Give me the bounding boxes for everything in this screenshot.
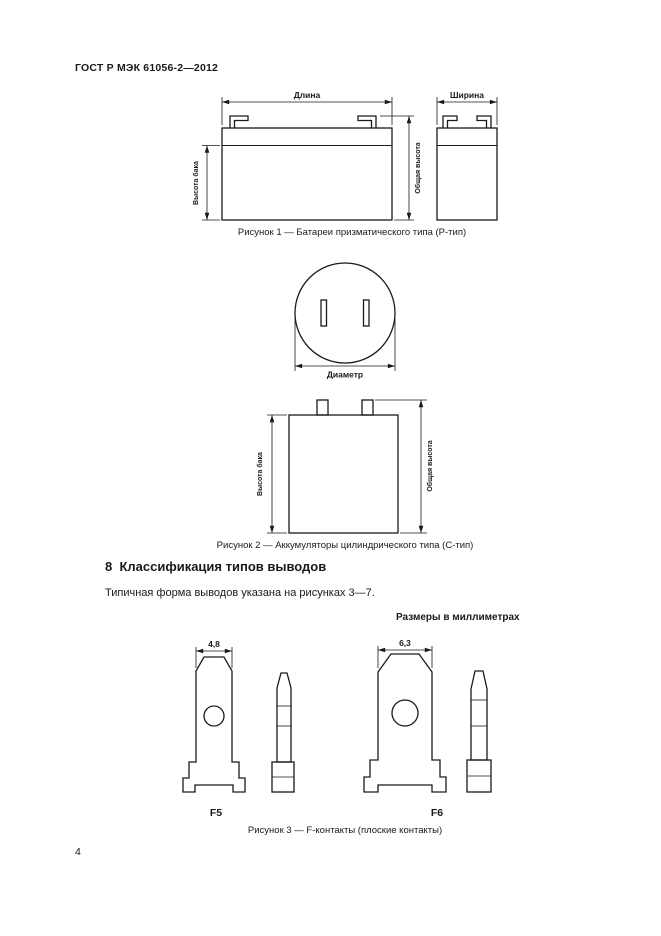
dim-total-height-label: Общая высота bbox=[414, 142, 422, 193]
battery-terminal-icon bbox=[361, 399, 374, 416]
f5-front-view bbox=[182, 656, 246, 793]
dim-total-height-label: Общая высота bbox=[426, 440, 434, 491]
battery-side-view bbox=[436, 115, 498, 221]
terminal-slot-icon bbox=[320, 299, 328, 327]
figure3-drawing: 4,8 6,3 F5 F6 bbox=[182, 638, 492, 819]
f5-label: F5 bbox=[210, 807, 222, 819]
units-note: Размеры в миллиметрах bbox=[396, 612, 520, 623]
cell-side-view bbox=[288, 399, 399, 534]
battery-terminal-icon bbox=[442, 115, 458, 128]
f5-side-view bbox=[271, 672, 295, 793]
battery-terminal-icon bbox=[357, 115, 377, 128]
figure2-caption: Рисунок 2 — Аккумуляторы цилиндрического… bbox=[216, 540, 474, 551]
dim-total-height-cyl: Общая высота bbox=[375, 399, 434, 534]
dim-f6-label: 6,3 bbox=[399, 638, 411, 648]
dim-tank-height-label: Высота бака bbox=[256, 452, 264, 496]
dim-f5-label: 4,8 bbox=[208, 639, 220, 649]
figure2-drawing: Диаметр Высота бака Общая высота bbox=[256, 262, 434, 534]
section-heading: 8 Классификация типов выводов bbox=[105, 559, 327, 574]
section-paragraph: Типичная форма выводов указана на рисунк… bbox=[105, 587, 375, 599]
dim-tank-height-cyl: Высота бака bbox=[256, 414, 287, 534]
dim-total-height: Общая высота bbox=[380, 115, 422, 221]
contact-hole-icon bbox=[391, 699, 419, 727]
dim-width: Ширина bbox=[436, 90, 498, 125]
figure3-caption: Рисунок 3 — F-контакты (плоские контакты… bbox=[247, 825, 443, 836]
dim-tank-height-label: Высота бака bbox=[192, 161, 200, 205]
dim-tank-height: Высота бака bbox=[192, 145, 220, 221]
page-number: 4 bbox=[75, 846, 81, 858]
contact-hole-icon bbox=[203, 705, 225, 727]
dim-f5-width: 4,8 bbox=[195, 639, 233, 668]
dim-diameter: Диаметр bbox=[294, 318, 396, 380]
f6-label: F6 bbox=[431, 807, 443, 819]
cell-top-view bbox=[294, 262, 396, 364]
terminal-slot-icon bbox=[362, 299, 370, 327]
battery-terminal-icon bbox=[476, 115, 492, 128]
dim-length: Длина bbox=[221, 90, 393, 125]
f6-front-view bbox=[363, 653, 447, 793]
figure1-drawing: Длина Высота бака Общая высота Ширина bbox=[192, 90, 498, 221]
dim-diameter-label: Диаметр bbox=[327, 370, 363, 380]
battery-front-view bbox=[221, 115, 393, 221]
f6-side-view bbox=[466, 670, 492, 793]
doc-number: ГОСТ Р МЭК 61056-2—2012 bbox=[75, 62, 219, 74]
battery-terminal-icon bbox=[229, 115, 249, 128]
figure1-caption: Рисунок 1 — Батареи призматического типа… bbox=[237, 227, 467, 238]
dim-width-label: Ширина bbox=[450, 90, 484, 100]
dim-f6-width: 6,3 bbox=[377, 638, 433, 668]
battery-terminal-icon bbox=[316, 399, 329, 416]
dim-length-label: Длина bbox=[294, 90, 321, 100]
